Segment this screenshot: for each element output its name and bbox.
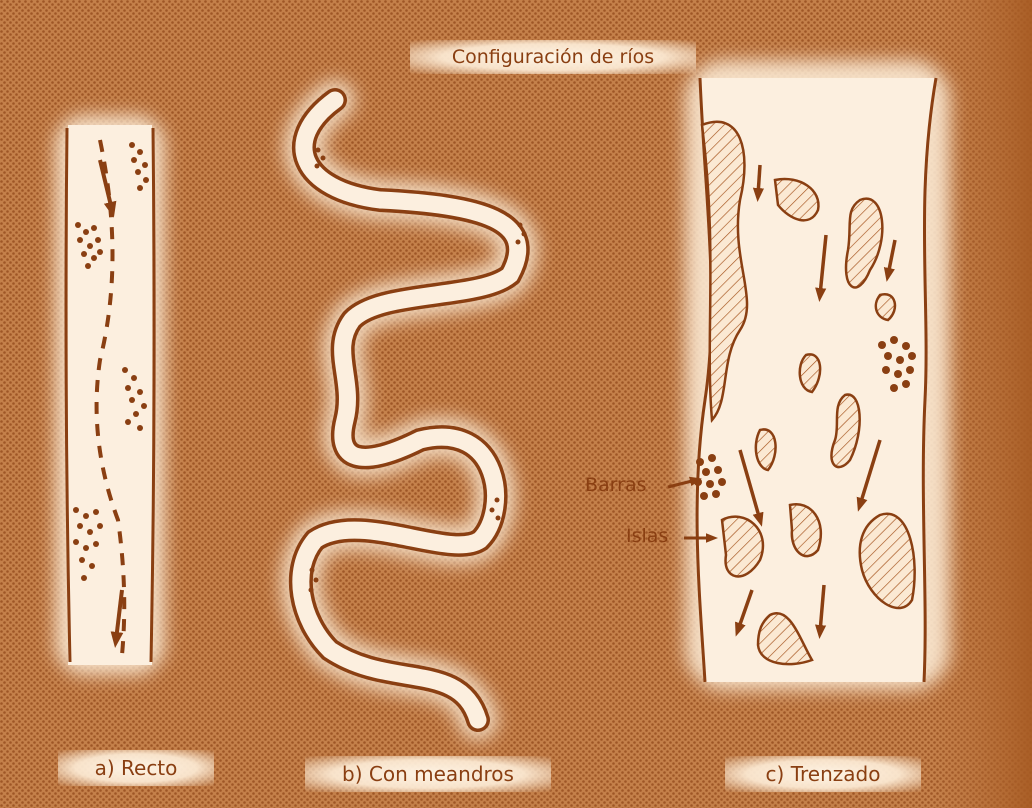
island: [756, 429, 776, 470]
caption-straight: a) Recto: [58, 750, 214, 786]
label-barras: Barras: [585, 474, 647, 496]
diagram-title: Configuración de ríos: [410, 40, 696, 74]
river-braided: [668, 60, 950, 690]
caption-braided: c) Trenzado: [725, 756, 921, 792]
label-islas: Islas: [626, 525, 668, 547]
river-straight: [55, 115, 165, 675]
flow-arrow-icon: [758, 165, 760, 195]
caption-meandering: b) Con meandros: [305, 756, 551, 792]
island: [876, 294, 895, 320]
